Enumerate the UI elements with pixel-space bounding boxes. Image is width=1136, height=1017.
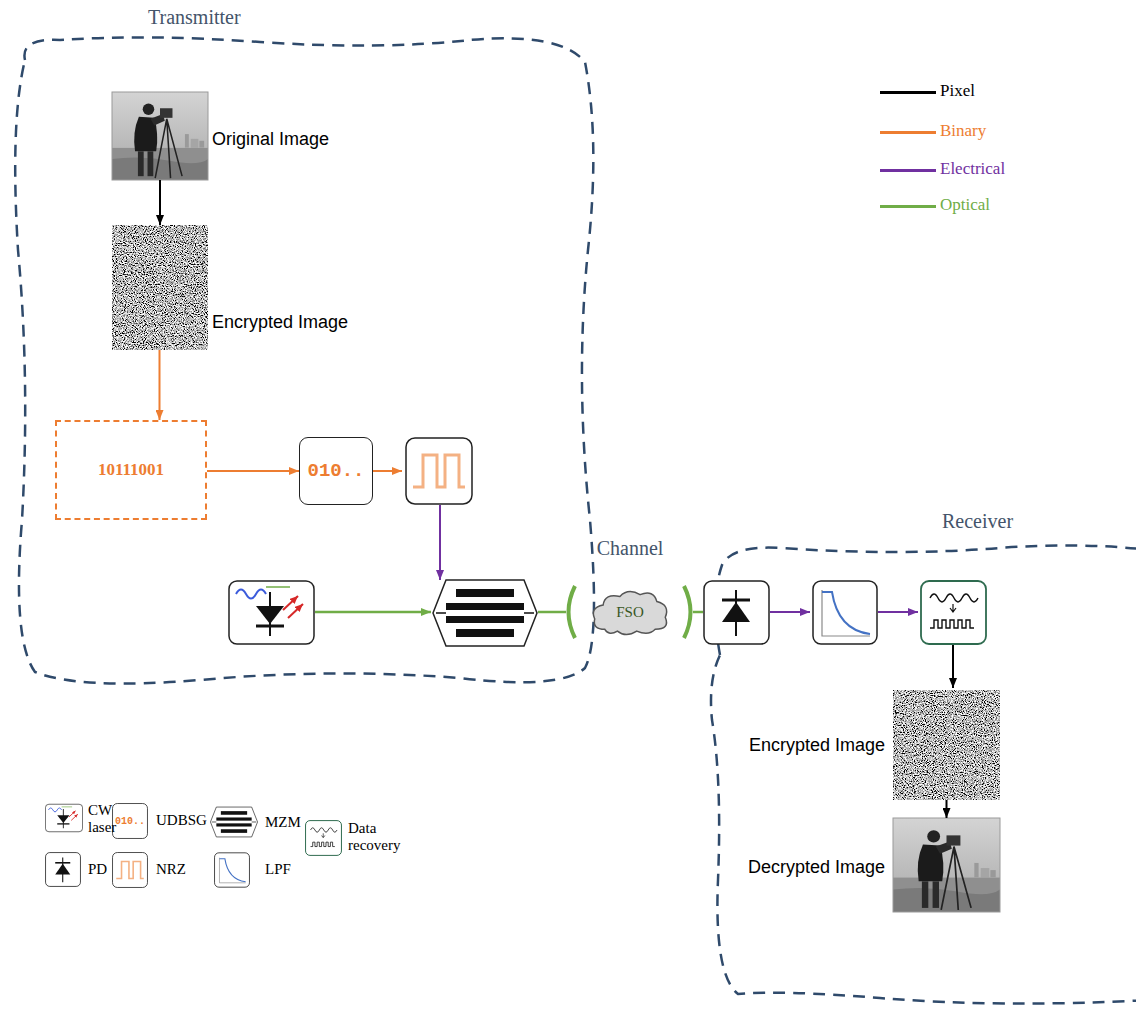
cw-laser-symbol [229,581,314,644]
mzm-symbol [433,580,537,646]
image-caption: Encrypted Image [749,735,885,756]
image-panel: Original Image [112,92,208,180]
encrypted-image [112,225,208,350]
image-caption: Original Image [212,129,329,150]
legend-text: PD [88,861,107,878]
image-panel: Decrypted Image [893,818,1000,912]
transmitter-outline [15,37,594,683]
nrz-symbol [406,438,472,504]
legend-text: LPF [265,861,291,878]
legend-text: UDBSG [156,812,207,829]
encrypted-image [893,690,1000,800]
image-panel: Encrypted Image [893,690,1000,800]
image-panel: Encrypted Image [112,225,208,350]
legend-text: Optical [940,195,990,215]
legend-text: MZM [265,814,301,831]
decrypted-image [893,818,1000,912]
legend-line-sample [880,169,936,172]
image-caption: Decrypted Image [748,857,885,878]
original-image [112,92,208,180]
legend-text: Binary [940,121,986,141]
bit-pattern: 010.. [307,460,364,482]
legend-text: Data recovery [348,820,414,854]
region-heading: Transmitter [148,6,241,29]
image-caption: Encrypted Image [212,312,348,333]
region-heading: Receiver [942,510,1013,533]
flow-arrow [159,180,161,225]
legend-line-sample [880,131,936,134]
photodiode-symbol [704,581,769,644]
data-recovery-symbol [921,581,986,644]
fso-channel-cloud: ChannelFSO [588,586,672,638]
transmitter-region: TransmitterOriginal ImageEncrypted Image… [15,3,595,693]
flow-arrow [159,350,161,420]
legend-text: Pixel [940,81,975,101]
channel-heading: Channel [597,537,664,560]
flow-arrow [207,470,299,472]
receiver-outline [711,545,1136,1003]
bit-string: 10111001 [98,460,164,480]
flow-arrow [946,800,948,818]
lpf-symbol [813,581,877,644]
legend-text: NRZ [156,861,186,878]
bit-string-box: 10111001 [55,420,207,520]
receiver-region: ReceiverEncrypted ImageDecrypted Image [700,505,1136,1015]
legend-text: Electrical [940,159,1005,179]
legend-line-sample [880,91,936,94]
udbsg-block: 010.. [299,437,373,505]
legend-line-sample [880,205,936,208]
legend-icon-text: 010.. [112,803,148,839]
channel-name: FSO [616,604,644,621]
